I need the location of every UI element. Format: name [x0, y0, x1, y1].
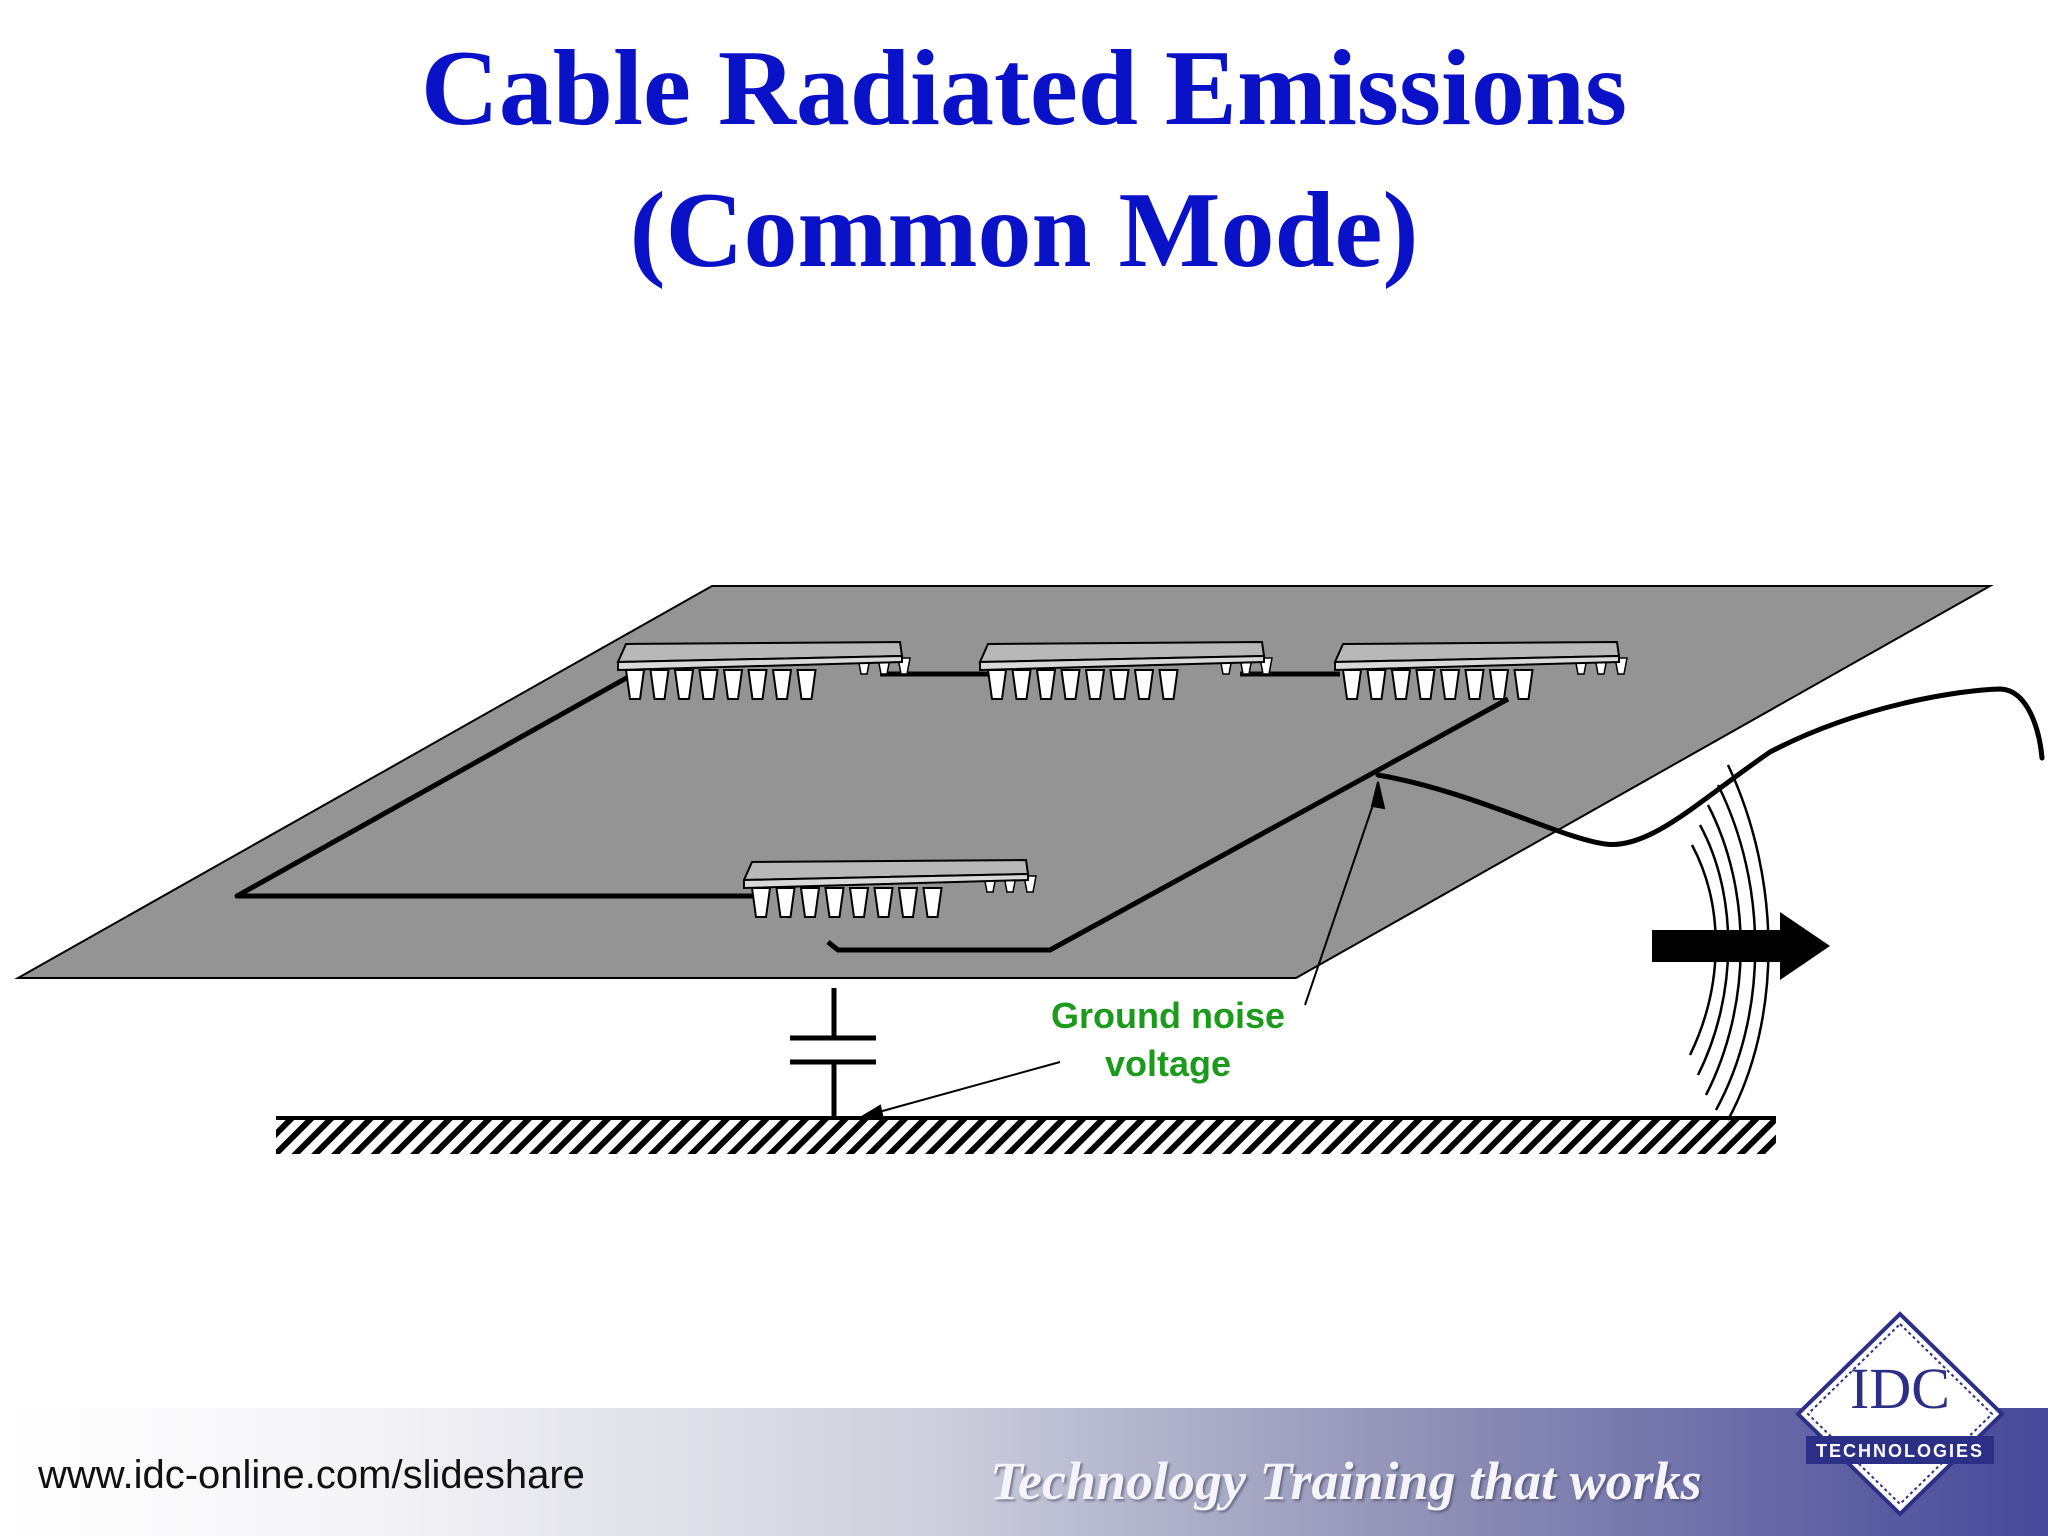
idc-technologies-logo: IDC TECHNOLOGIES	[1795, 1311, 2005, 1517]
trace-return-path	[826, 696, 1510, 953]
cable	[1375, 686, 2045, 847]
ic-chip	[616, 640, 911, 700]
footer-bar	[0, 1408, 2048, 1536]
ground-noise-label: Ground noise	[1051, 995, 1285, 1036]
trace-left-loop	[234, 673, 758, 899]
slide-title-line-2: (Common Mode)	[629, 171, 1419, 290]
ic-chip	[1333, 640, 1628, 700]
footer-tagline: Technology Training that works	[990, 1451, 1702, 1511]
ic-chip	[978, 640, 1273, 700]
common-mode-emission-diagram: Ground noise voltage	[14, 585, 2045, 1154]
ic-chips	[616, 640, 1628, 918]
logo-subtitle: TECHNOLOGIES	[1816, 1441, 1984, 1461]
signal-traces	[234, 671, 1510, 953]
ground-plane	[276, 1118, 1776, 1154]
ic-chip	[742, 858, 1037, 918]
capacitor-symbol	[790, 988, 876, 1120]
slide-title: Cable Radiated Emissions (Common Mode)	[0, 18, 2048, 302]
logo-letters: IDC	[1850, 1356, 1950, 1421]
slide-title-line-1: Cable Radiated Emissions	[420, 29, 1628, 148]
footer-url: www.idc-online.com/slideshare	[38, 1453, 585, 1497]
callout-arrows	[856, 781, 1386, 1121]
radiation-direction-arrow	[1652, 912, 1830, 980]
voltage-label: voltage	[1105, 1043, 1231, 1084]
